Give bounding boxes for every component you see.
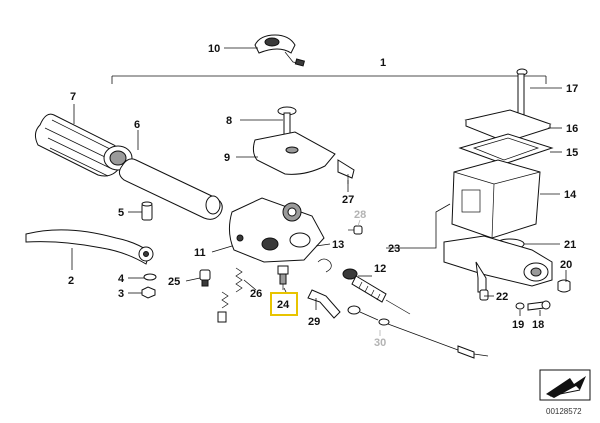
callout-5: 5 <box>118 207 124 219</box>
part-4-washer-drawing <box>143 273 157 281</box>
callout-24-highlight <box>270 292 298 316</box>
part-13-clip-drawing <box>317 258 332 273</box>
callout-26: 26 <box>250 288 262 300</box>
part-20-cap-drawing <box>557 279 571 293</box>
part-12-adjuster-drawing <box>342 268 411 315</box>
callout-27: 27 <box>342 194 354 206</box>
part-8-screw-drawing <box>277 106 297 136</box>
callout-18: 18 <box>532 319 544 331</box>
part-22-bolt-drawing <box>479 289 489 301</box>
part-5-bushing-drawing <box>141 201 153 221</box>
callout-17: 17 <box>566 83 578 95</box>
diagram-number: 00128572 <box>546 407 582 416</box>
callout-21: 21 <box>564 239 576 251</box>
part-15-diaphragm-drawing <box>458 133 554 165</box>
callout-10: 10 <box>208 43 220 55</box>
part-28-screw-drawing <box>348 225 363 235</box>
callout-8: 8 <box>226 115 232 127</box>
callout-2: 2 <box>68 275 74 287</box>
part-7-grip-drawing <box>34 113 133 177</box>
callout-15: 15 <box>566 147 578 159</box>
part-18-bolt-drawing <box>527 300 551 311</box>
callout-14: 14 <box>564 189 577 201</box>
part-1-bracket <box>111 75 547 84</box>
leader-lines <box>71 47 567 336</box>
callout-29: 29 <box>308 316 320 328</box>
callout-22: 22 <box>496 291 508 303</box>
part-23-master-cylinder-drawing <box>443 235 553 293</box>
part-3-nut-drawing <box>141 286 156 299</box>
hand-arrow-icon <box>539 369 591 401</box>
callout-24: 24 <box>277 299 290 311</box>
callout-3: 3 <box>118 288 124 300</box>
callout-1: 1 <box>380 57 386 69</box>
callout-20: 20 <box>560 259 572 271</box>
callout-labels: 10 1 7 6 8 9 27 28 5 11 23 13 12 2 4 3 2… <box>68 43 578 349</box>
part-25-bolt-drawing <box>199 269 211 287</box>
callout-28: 28 <box>354 209 366 221</box>
callout-11: 11 <box>194 247 206 259</box>
callout-16: 16 <box>566 123 578 135</box>
callout-4: 4 <box>118 273 125 285</box>
part-9-cover-drawing <box>252 131 336 175</box>
part-10-drawing <box>254 34 305 67</box>
callout-13: 13 <box>332 239 344 251</box>
part-27-lever-drawing <box>337 159 355 184</box>
callout-9: 9 <box>224 152 230 164</box>
callout-25: 25 <box>168 276 180 288</box>
part-14-reservoir-drawing <box>451 159 541 239</box>
part-2-lever-drawing <box>25 229 154 265</box>
part-6-throttle-tube-drawing <box>118 158 223 220</box>
callout-19: 19 <box>512 319 524 331</box>
part-16-lid-drawing <box>464 109 552 143</box>
part-30-cable-drawing <box>347 305 489 359</box>
callout-7: 7 <box>70 91 76 103</box>
part-29-sleeve-drawing <box>307 289 341 319</box>
callout-23: 23 <box>388 243 400 255</box>
callout-12: 12 <box>374 263 386 275</box>
callout-30: 30 <box>374 337 386 349</box>
part-19-washer-drawing <box>515 302 525 310</box>
part-26-spring-drawing <box>217 267 243 323</box>
part-11-housing-drawing <box>228 197 325 263</box>
part-24-plunger-drawing <box>277 265 289 290</box>
callout-6: 6 <box>134 119 140 131</box>
